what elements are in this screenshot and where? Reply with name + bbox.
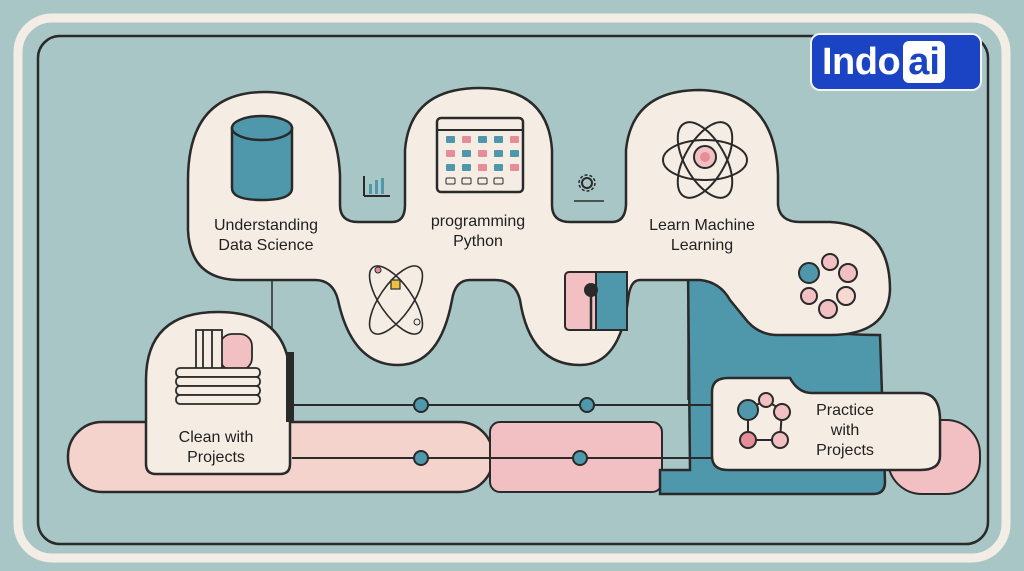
node-label-programming-python: programming Python [430,213,526,250]
connector-dot [413,450,429,466]
stacked-books-icon [175,329,261,405]
ring-nodes-icon [798,253,858,319]
inner-frame [36,34,990,546]
connector-dot [579,397,595,413]
outer-frame [13,13,1011,563]
node-label-clean-with-projects: Clean with Projects [178,429,254,466]
calendar-grid-icon [435,116,525,194]
node-graph-icon [737,392,791,449]
orbit-icon [368,265,424,335]
plug-icon [564,271,628,331]
node-label-learn-machine-learning: Learn Machine Learning [649,217,755,254]
database-cylinder-icon [230,114,294,202]
logo-text-primary: Indo [822,40,901,83]
bar-chart-icon [363,176,390,197]
gear-icon [574,174,604,202]
node-label-understanding-data-science: Understanding Data Science [213,217,319,254]
node-label-practice-with-projects: Practice with Projects [816,402,874,459]
connector-dot [572,450,588,466]
connector-dot [413,397,429,413]
logo-text-secondary: ai [903,41,945,83]
atom-network-icon [662,121,748,199]
indoai-logo: Indo ai [812,35,980,89]
